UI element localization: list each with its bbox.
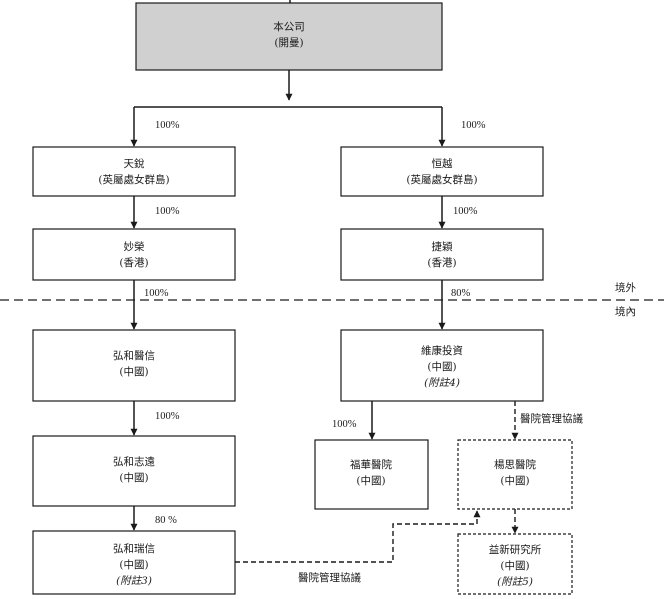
pct-miaorong-hongheyixin: 100%: [144, 288, 169, 299]
jieying-box: [340, 228, 544, 281]
pct-hengyue-jieying: 100%: [453, 206, 478, 217]
hongheyixin-node: 弘和醫信 (中國): [32, 329, 236, 402]
fuhua-node: 福華醫院 (中國): [314, 439, 429, 510]
yangsi-node: 楊思醫院 (中國): [457, 439, 573, 510]
miaorong-node: 妙榮 (香港): [32, 228, 236, 281]
pct-hongzhizhiyuan-hongheruixin: 80 %: [155, 515, 177, 526]
pct-tianrui-miaorong: 100%: [155, 206, 180, 217]
pct-hongheyixin-hongzhizhiyuan: 100%: [155, 411, 180, 422]
yangsi-box: [457, 439, 573, 510]
tianrui-node: 天銳 (英屬處女群島): [32, 146, 236, 197]
jieying-place: (香港): [427, 257, 456, 269]
pct-company-hengyue: 100%: [461, 120, 486, 131]
label-inside: 境內: [615, 305, 636, 318]
yixin-box: [457, 533, 573, 595]
hongzhizhiyuan-place: (中國): [119, 471, 148, 484]
hengyue-name: 恒越: [432, 157, 453, 170]
weikang-node: 維康投資 (中國) (附註4): [340, 329, 544, 402]
weikang-note: (附註4): [424, 377, 460, 389]
hongzhizhiyuan-box: [32, 435, 236, 507]
hongheruixin-place: (中國): [119, 558, 148, 571]
jieying-name: 捷穎: [432, 240, 453, 253]
miaorong-place: (香港): [119, 257, 148, 269]
hongzhizhiyuan-name: 弘和志遠: [113, 455, 155, 468]
hongheruixin-node: 弘和瑞信 (中國) (附註3): [32, 530, 236, 595]
company-place: (開曼): [274, 37, 303, 49]
weikang-box: [340, 329, 544, 402]
tianrui-box: [32, 146, 236, 197]
hengyue-node: 恒越 (英屬處女群島): [340, 146, 544, 197]
pct-weikang-fuhua: 100%: [332, 419, 357, 430]
weikang-name: 維康投資: [421, 344, 463, 357]
yixin-place: (中國): [500, 559, 529, 572]
company-node: 本公司 (開曼): [135, 2, 443, 71]
yixin-note: (附註5): [497, 576, 533, 588]
hongheyixin-box: [32, 329, 236, 402]
pct-company-tianrui: 100%: [155, 120, 180, 131]
tianrui-name: 天銳: [124, 157, 145, 170]
tianrui-place: (英屬處女群島): [98, 173, 169, 186]
hongheyixin-place: (中國): [119, 365, 148, 378]
jieying-node: 捷穎 (香港): [340, 228, 544, 281]
hongheruixin-name: 弘和瑞信: [113, 543, 155, 555]
dashed-arrow-ruixin-to-yangsi: [235, 510, 481, 563]
miaorong-box: [32, 228, 236, 281]
yixin-name: 益新研究所: [489, 543, 542, 556]
company-name: 本公司: [273, 20, 305, 33]
fuhua-place: (中國): [356, 474, 385, 487]
agreement-weikang-yangsi: 醫院管理協議: [520, 412, 583, 425]
label-outside: 境外: [615, 281, 636, 294]
hongheyixin-name: 弘和醫信: [113, 350, 155, 362]
yangsi-name: 楊思醫院: [494, 458, 536, 471]
yangsi-place: (中國): [500, 474, 529, 487]
hongheruixin-box: [32, 530, 236, 595]
pct-jieying-weikang: 80%: [451, 288, 471, 299]
weikang-place: (中國): [427, 360, 456, 373]
miaorong-name: 妙榮: [124, 240, 145, 253]
hongzhizhiyuan-node: 弘和志遠 (中國): [32, 435, 236, 507]
agreement-ruixin-yangsi: 醫院管理協議: [298, 571, 361, 584]
hengyue-box: [340, 146, 544, 197]
yixin-node: 益新研究所 (中國) (附註5): [457, 533, 573, 595]
fuhua-box: [314, 439, 429, 510]
hongheruixin-note: (附註3): [116, 575, 152, 587]
hengyue-place: (英屬處女群島): [406, 173, 477, 186]
fuhua-name: 福華醫院: [350, 458, 392, 471]
